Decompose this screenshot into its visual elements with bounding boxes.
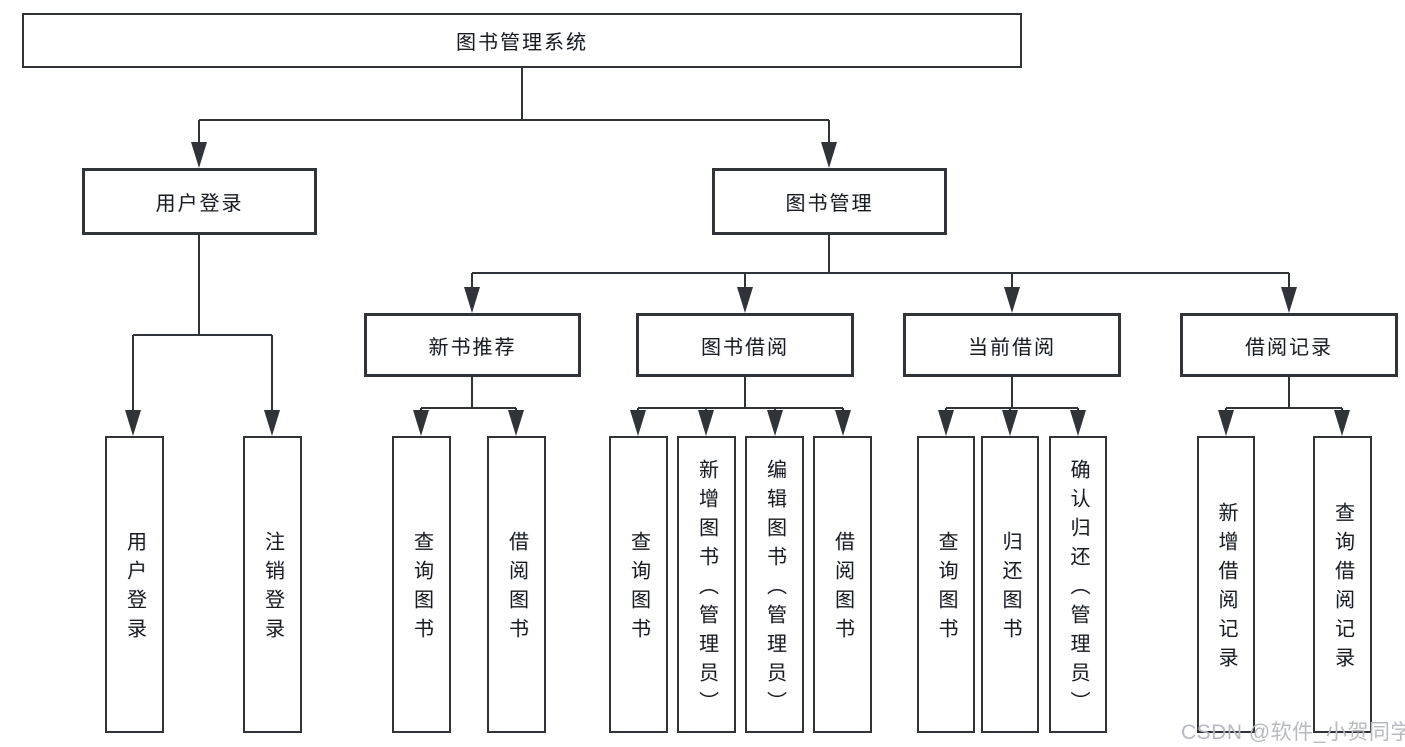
leaf-cb-confirm-return-admin: 确认归还（管理员）: [1049, 436, 1107, 733]
leaf-bb-query-book: 查询图书: [609, 436, 668, 733]
node-new-book-recommend: 新书推荐: [364, 313, 581, 377]
leaf-bb-add-book-admin-label: 新增图书（管理员）: [695, 458, 718, 720]
node-current-borrow-label: 当前借阅: [968, 336, 1056, 359]
node-user-login-label: 用户登录: [155, 193, 244, 215]
node-book-borrow: 图书借阅: [636, 313, 854, 377]
leaf-rec-query-book-label: 查询图书: [410, 531, 433, 647]
leaf-bb-borrow-book-label: 借阅图书: [831, 531, 854, 647]
leaf-rec-borrow-book: 借阅图书: [487, 436, 546, 733]
leaf-cb-confirm-return-admin-label: 确认归还（管理员）: [1067, 458, 1089, 720]
leaf-user-login-label: 用户登录: [123, 531, 146, 647]
node-book-management-label: 图书管理: [785, 193, 874, 215]
leaf-cb-query-book-label: 查询图书: [935, 531, 957, 647]
leaf-br-query-record-label: 查询借阅记录: [1331, 502, 1354, 676]
node-root: 图书管理系统: [22, 13, 1022, 68]
leaf-bb-edit-book-admin: 编辑图书（管理员）: [745, 436, 804, 733]
leaf-cb-query-book: 查询图书: [917, 436, 975, 733]
leaf-rec-borrow-book-label: 借阅图书: [505, 531, 528, 647]
watermark: CSDN @软件_小贺同学: [1181, 721, 1405, 744]
leaf-br-add-record-label: 新增借阅记录: [1215, 502, 1237, 676]
node-root-label: 图书管理系统: [456, 32, 588, 54]
node-user-login: 用户登录: [82, 168, 317, 235]
leaf-cb-return-book-label: 归还图书: [999, 531, 1021, 647]
leaf-logout-label: 注销登录: [261, 531, 284, 647]
node-current-borrow: 当前借阅: [903, 313, 1121, 377]
node-book-borrow-label: 图书借阅: [701, 336, 789, 359]
leaf-bb-query-book-label: 查询图书: [627, 531, 650, 647]
leaf-bb-borrow-book: 借阅图书: [813, 436, 872, 733]
leaf-bb-edit-book-admin-label: 编辑图书（管理员）: [763, 458, 786, 720]
node-book-management: 图书管理: [712, 168, 947, 235]
leaf-bb-add-book-admin: 新增图书（管理员）: [677, 436, 736, 733]
node-borrow-records-label: 借阅记录: [1245, 336, 1333, 359]
leaf-user-login: 用户登录: [105, 436, 164, 733]
node-borrow-records: 借阅记录: [1180, 313, 1398, 377]
leaf-cb-return-book: 归还图书: [981, 436, 1039, 733]
leaf-br-query-record: 查询借阅记录: [1313, 436, 1372, 733]
leaf-rec-query-book: 查询图书: [392, 436, 451, 733]
node-new-book-recommend-label: 新书推荐: [428, 336, 517, 359]
leaf-br-add-record: 新增借阅记录: [1197, 436, 1255, 733]
leaf-logout: 注销登录: [243, 436, 302, 733]
